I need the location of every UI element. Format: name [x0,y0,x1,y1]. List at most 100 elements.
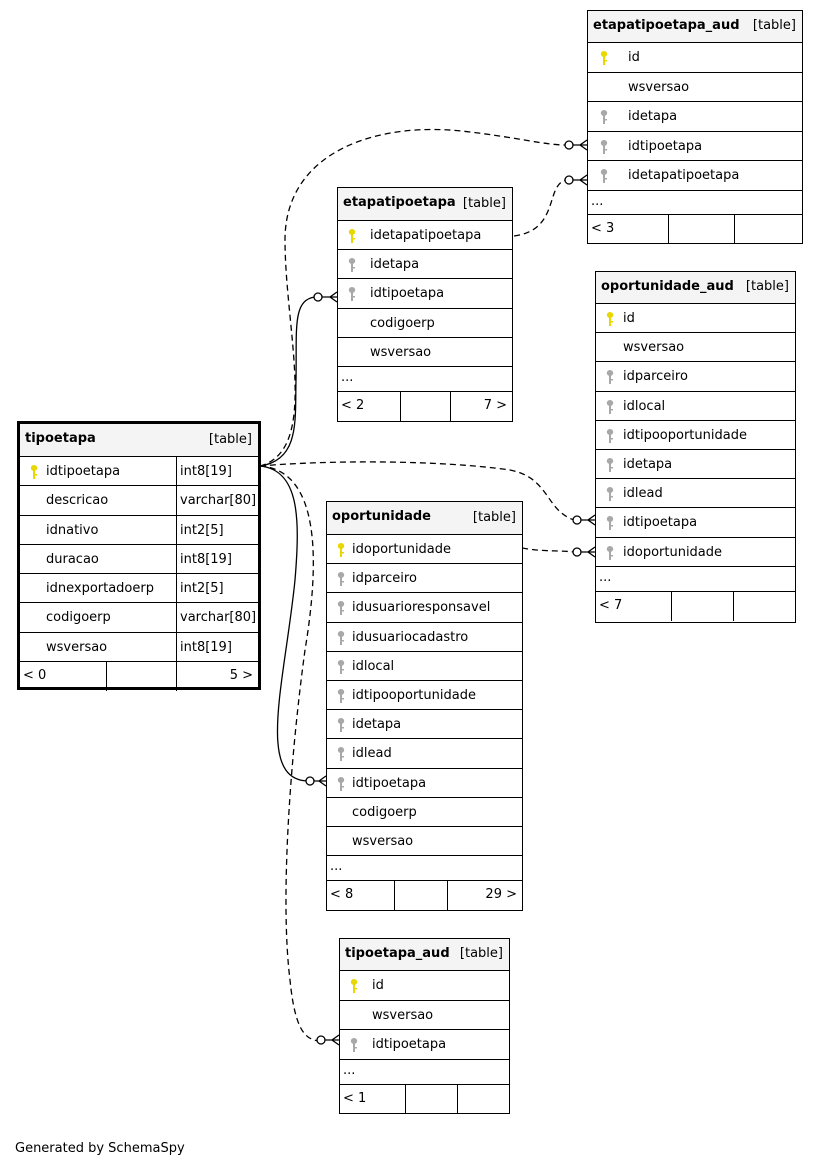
more-columns-row[interactable]: ... [596,567,795,592]
table-row[interactable]: idetapa [588,102,802,132]
table-row[interactable]: wsversao [338,338,512,367]
more-columns-row[interactable]: ... [588,191,802,215]
more-columns-row[interactable]: ... [340,1060,509,1085]
table-row[interactable]: idtipoetapa [588,132,802,161]
table-row[interactable]: idtipoetapa [327,769,522,798]
table-footer: < 3 [588,214,802,244]
ellipsis-label: ... [343,1062,356,1078]
parents-count[interactable]: < 1 [343,1090,367,1106]
table-row[interactable]: id [596,304,795,334]
table-row[interactable]: wsversao [596,333,795,363]
table-name: oportunidade [332,509,431,524]
table-row[interactable]: idlead [327,739,522,769]
more-columns-row[interactable]: ... [327,856,522,882]
table-row[interactable]: idtipoetapa int8[19] [20,457,258,487]
column-name: idtipoetapa [46,464,121,479]
foreign-key-icon [604,457,616,473]
table-row[interactable]: idtipooportunidade [327,681,522,711]
column-name: idparceiro [352,571,417,587]
table-row[interactable]: idoportunidade [596,538,795,567]
column-name: idlead [352,746,392,762]
foreign-key-icon [604,369,616,385]
relationship-end-marker [572,515,582,525]
table-row[interactable]: idetapa [596,450,795,480]
column-name: idusuarioresponsavel [352,600,491,616]
column-name: idlocal [623,398,666,414]
foreign-key-icon [598,168,610,184]
table-row[interactable]: idusuarioresponsavel [327,593,522,623]
table-row[interactable]: idlocal [596,392,795,421]
column-name: idetapa [370,257,420,273]
table-row[interactable]: idtipoetapa [596,508,795,538]
column-name: wsversao [628,79,690,95]
column-name: idetapatipoetapa [628,168,740,183]
column-type: varchar[80] [176,486,258,515]
crowfoot-marker [314,775,327,787]
crowfoot-marker [581,514,596,526]
primary-key-icon [598,50,610,66]
table-footer: < 2 7 > [338,391,512,421]
column-name: wsversao [370,344,432,360]
more-columns-row[interactable]: ... [338,367,512,392]
relationship-edge [259,465,309,782]
children-count[interactable]: 7 > [483,397,507,413]
table-row[interactable]: id [340,971,509,1001]
column-name: idetapa [628,109,678,124]
parents-count[interactable]: < 0 [23,668,47,684]
children-count[interactable]: 5 > [229,668,253,684]
footer-divider [400,391,401,421]
primary-key-icon [28,464,40,480]
column-name: idetapa [352,717,402,733]
column-name: idoportunidade [623,544,723,560]
table-row[interactable]: wsversao [340,1001,509,1030]
column-name: idusuariocadastro [352,629,469,645]
column-name: idetapa [623,456,673,472]
table-row[interactable]: idetapatipoetapa [338,221,512,251]
foreign-key-icon [335,746,347,762]
table-row[interactable]: idetapa [327,710,522,740]
parents-count[interactable]: < 2 [341,397,365,413]
table-row[interactable]: idtipooportunidade [596,421,795,450]
table-row[interactable]: idusuariocadastro [327,623,522,652]
generated-by-label: Generated by SchemaSpy [15,1141,185,1156]
children-count[interactable]: 29 > [485,887,517,903]
table-row[interactable]: idparceiro [327,564,522,594]
table-row[interactable]: idtipoetapa [338,279,512,309]
column-name: idtipooportunidade [623,427,747,443]
parents-count[interactable]: < 8 [330,887,354,903]
table-row[interactable]: idoportunidade [327,535,522,565]
table-row[interactable]: wsversao [588,73,802,102]
parents-count[interactable]: < 3 [591,220,615,236]
table-row[interactable]: codigoerp [327,798,522,827]
table-row[interactable]: idparceiro [596,362,795,392]
relationship-end-marker [316,1035,326,1045]
table-row[interactable]: idtipoetapa [340,1030,509,1060]
column-type: int8[19] [176,457,258,486]
footer-divider [668,214,669,244]
column-name: wsversao [46,639,108,655]
table-row[interactable]: idetapa [338,250,512,280]
parents-count[interactable]: < 7 [599,597,623,613]
column-name: id [628,50,640,65]
table-row[interactable]: id [588,43,802,73]
column-name: idnativo [46,522,99,538]
table-row[interactable]: wsversao [327,827,522,857]
relationship-end-marker [572,547,582,557]
foreign-key-icon [604,545,616,561]
table-row[interactable]: idlocal [327,652,522,681]
table-row[interactable]: idetapatipoetapa [588,161,802,191]
table-row[interactable]: codigoerp [338,309,512,338]
table-row[interactable]: idlead [596,479,795,509]
